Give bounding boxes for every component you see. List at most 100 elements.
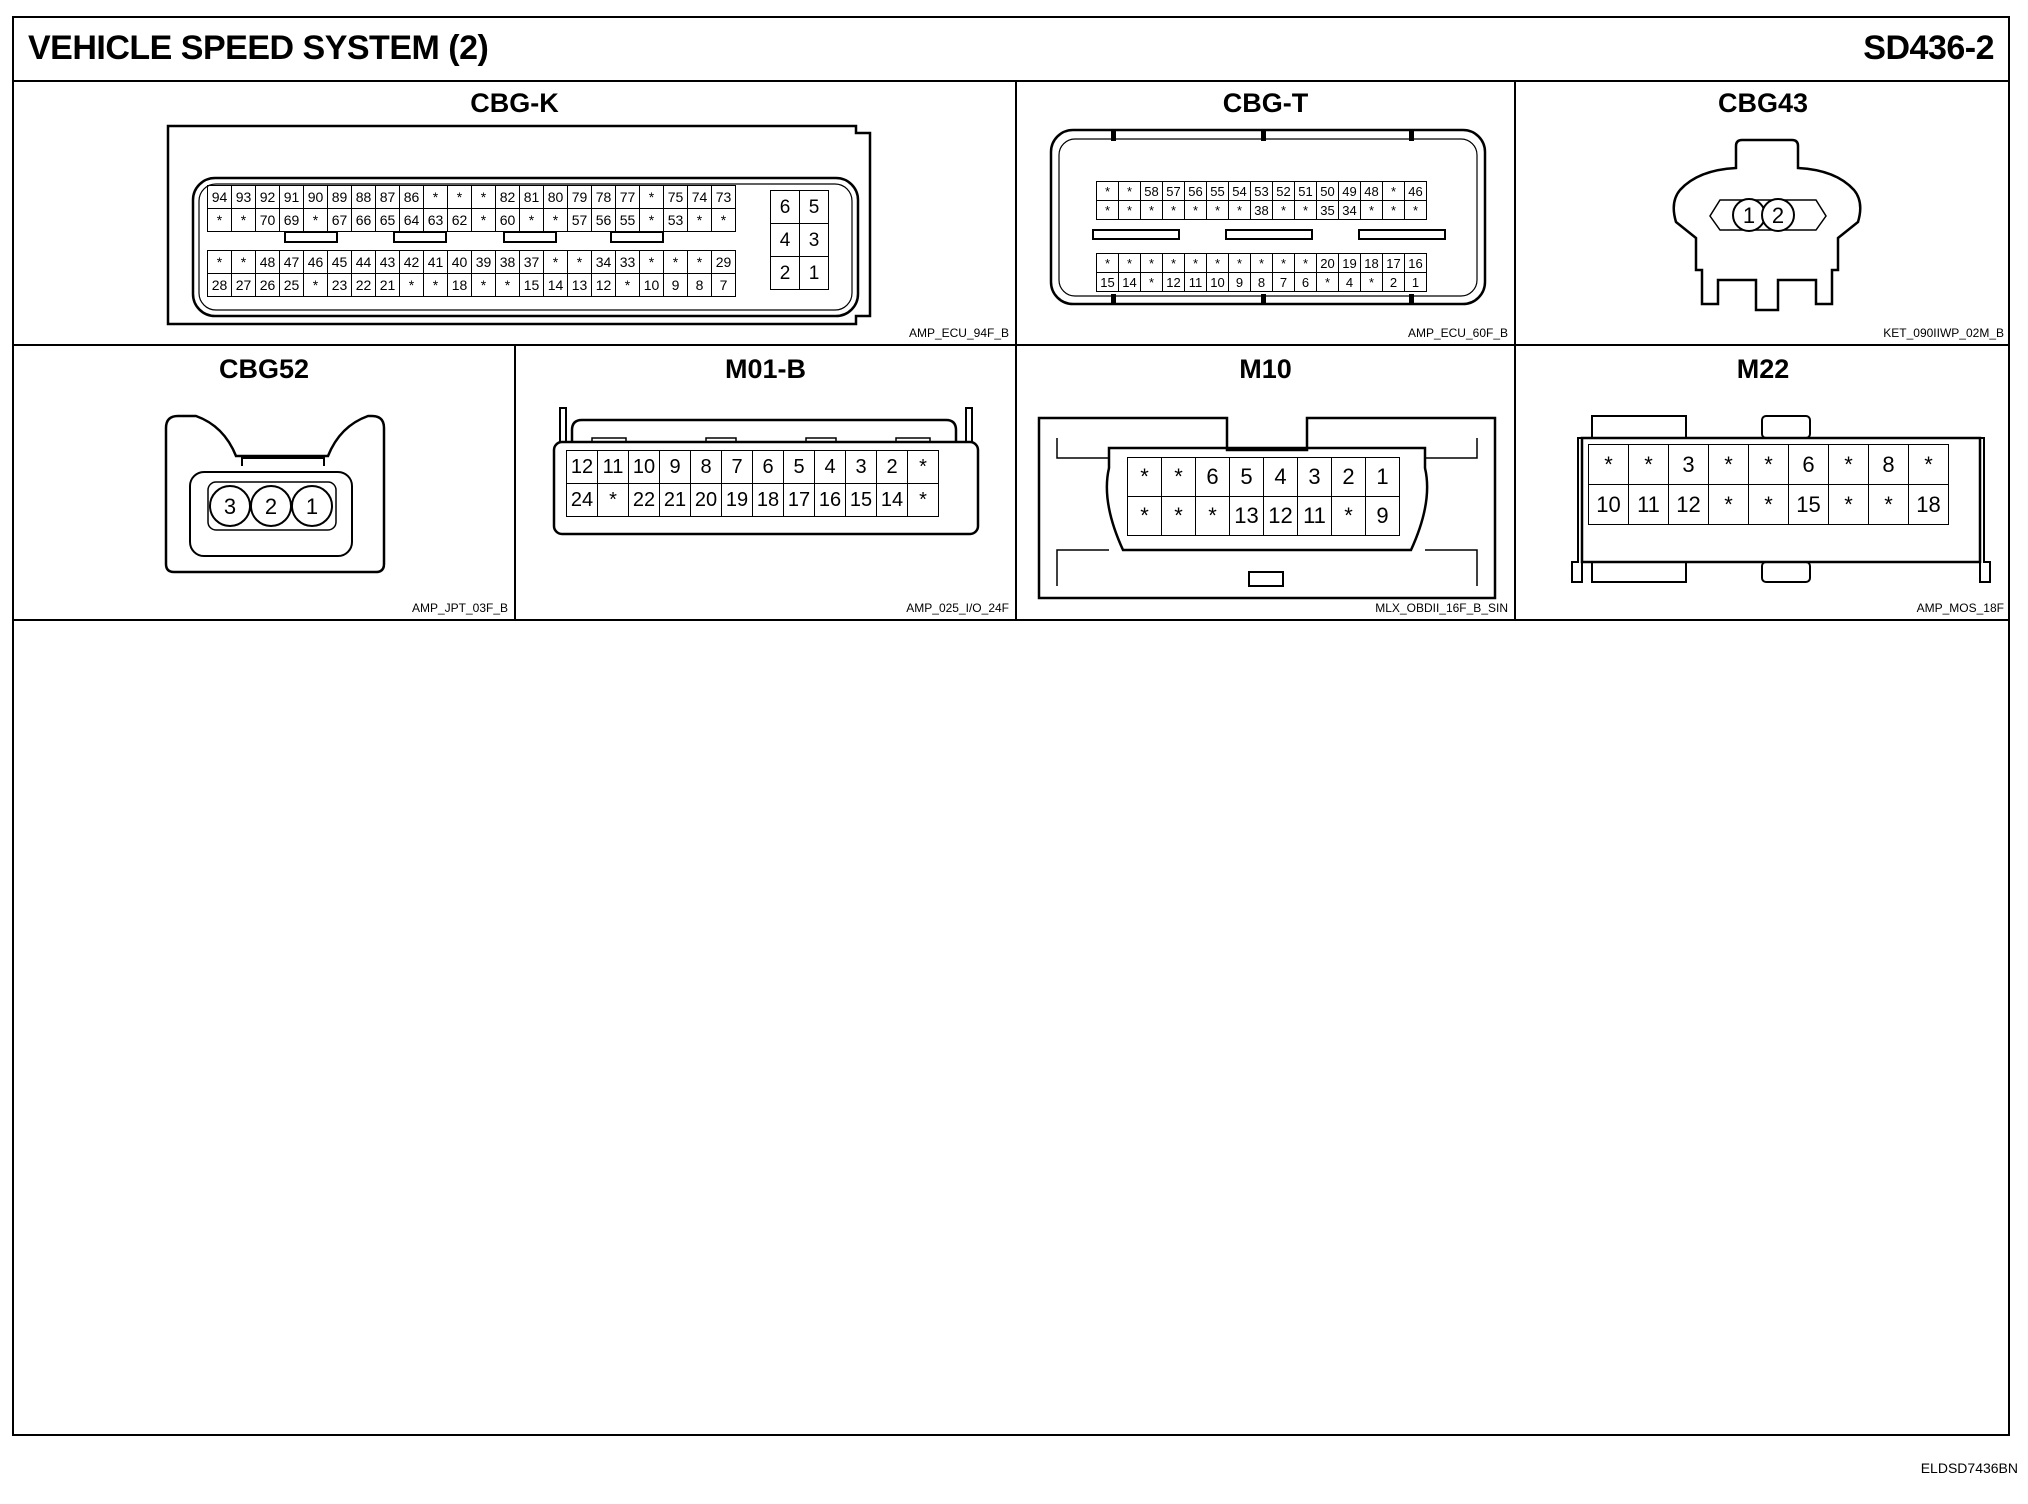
pin-cell: * xyxy=(1331,496,1366,536)
pin-cell: 10 xyxy=(628,450,660,484)
pin-cell: * xyxy=(1868,484,1909,525)
pin-cell: 81 xyxy=(519,185,544,209)
pin-cell: 19 xyxy=(721,483,753,517)
pin-cell: 6 xyxy=(1788,444,1829,485)
pin-cell: 64 xyxy=(399,208,424,232)
pin-cell: 10 xyxy=(639,273,664,297)
pin-cell: * xyxy=(1708,484,1749,525)
pin-cell: 47 xyxy=(279,250,304,274)
pin-cell: * xyxy=(1294,200,1317,220)
pin-cell: 57 xyxy=(1162,181,1185,201)
pin-cell: 6 xyxy=(770,190,800,224)
pin-cell: * xyxy=(1360,200,1383,220)
pin-cell: 4 xyxy=(770,223,800,257)
pin-cell: 2 xyxy=(876,450,908,484)
pin-cell: 4 xyxy=(814,450,846,484)
pin-cell: 94 xyxy=(207,185,232,209)
pin-cell: 62 xyxy=(447,208,472,232)
pin-cell: * xyxy=(303,208,328,232)
pin-cell: 1 xyxy=(1404,272,1427,292)
pin-cell: 16 xyxy=(1404,253,1427,273)
pin-cell: 40 xyxy=(447,250,472,274)
pin-circle xyxy=(1761,198,1795,232)
connector-m22-outline xyxy=(1571,415,1991,583)
pin-cell: * xyxy=(543,250,568,274)
pin-cell: 4 xyxy=(1263,457,1298,497)
footer-code: ELDSD7436BN xyxy=(1920,1460,2018,1476)
pin-cell: * xyxy=(1404,200,1427,220)
connector-label: AMP_ECU_60F_B xyxy=(1407,326,1508,340)
pin-cell: 38 xyxy=(495,250,520,274)
pin-cell: * xyxy=(423,185,448,209)
pin-cell: 2 xyxy=(1382,272,1405,292)
connector-title: CBG52 xyxy=(218,354,310,384)
pin-cell: 51 xyxy=(1294,181,1317,201)
pin-cell: * xyxy=(1127,496,1162,536)
pin-cell: 6 xyxy=(1195,457,1230,497)
pin-cell: 17 xyxy=(1382,253,1405,273)
pin-cell: * xyxy=(543,208,568,232)
pin-cell: 56 xyxy=(1184,181,1207,201)
pin-cell: 7 xyxy=(1272,272,1295,292)
pin-cell: 29 xyxy=(711,250,736,274)
connector-label: AMP_025_I/O_24F xyxy=(906,601,1009,615)
header: VEHICLE SPEED SYSTEM (2) SD436-2 xyxy=(14,18,2008,82)
pin-cell: 60 xyxy=(495,208,520,232)
pin-cell: * xyxy=(687,208,712,232)
pin-circle xyxy=(291,485,333,527)
pin-cell: 28 xyxy=(207,273,232,297)
pin-cell: 8 xyxy=(687,273,712,297)
pin-cell: * xyxy=(1140,253,1163,273)
pin-cell: * xyxy=(567,250,592,274)
pin-cell: 2 xyxy=(770,256,800,290)
pin-cell: 90 xyxy=(303,185,328,209)
pin-cell: * xyxy=(1828,444,1869,485)
pin-cell: 14 xyxy=(543,273,568,297)
pin-cell: 69 xyxy=(279,208,304,232)
pin-cell: 33 xyxy=(615,250,640,274)
connector-title: M22 xyxy=(1736,354,1790,384)
pin-cell: 1 xyxy=(799,256,829,290)
pin-cell: * xyxy=(1161,457,1196,497)
pin-cell: 19 xyxy=(1338,253,1361,273)
pin-cell: 11 xyxy=(1297,496,1332,536)
pin-cell: 55 xyxy=(1206,181,1229,201)
page-code: SD436-2 xyxy=(1863,29,1994,67)
pin-cell: 86 xyxy=(399,185,424,209)
pin-cell: * xyxy=(1118,253,1141,273)
pin-cell: * xyxy=(1161,496,1196,536)
pin-cell: 65 xyxy=(375,208,400,232)
pin-cell: * xyxy=(1588,444,1629,485)
pin-cell: 39 xyxy=(471,250,496,274)
pin-cell: 46 xyxy=(303,250,328,274)
pin-cell: 4 xyxy=(1338,272,1361,292)
pin-cell: * xyxy=(1140,200,1163,220)
pin-cell: 79 xyxy=(567,185,592,209)
pin-cell: * xyxy=(399,273,424,297)
pin-cell: 77 xyxy=(615,185,640,209)
pin-cell: 48 xyxy=(255,250,280,274)
pin-cell: 9 xyxy=(663,273,688,297)
pin-cell: * xyxy=(1118,181,1141,201)
pin-cell: 75 xyxy=(663,185,688,209)
pin-cell: 15 xyxy=(1096,272,1119,292)
pin-cell: * xyxy=(471,208,496,232)
pin-number: 3 xyxy=(224,494,236,519)
page-title: VEHICLE SPEED SYSTEM (2) xyxy=(28,29,489,67)
pin-cell: 66 xyxy=(351,208,376,232)
pin-cell: * xyxy=(907,450,939,484)
pin-cell: * xyxy=(231,208,256,232)
pin-cell: * xyxy=(1096,181,1119,201)
pin-cell: 8 xyxy=(1250,272,1273,292)
diagram-sheet: VEHICLE SPEED SYSTEM (2) SD436-2 CBG-K 9… xyxy=(12,16,2010,1436)
pin-cell: 5 xyxy=(1229,457,1264,497)
pin-cell: 18 xyxy=(1360,253,1383,273)
pin-cell: * xyxy=(1748,484,1789,525)
pin-cell: * xyxy=(207,250,232,274)
pin-cell: * xyxy=(1382,181,1405,201)
pin-cell: * xyxy=(447,185,472,209)
pin-cell: * xyxy=(1748,444,1789,485)
